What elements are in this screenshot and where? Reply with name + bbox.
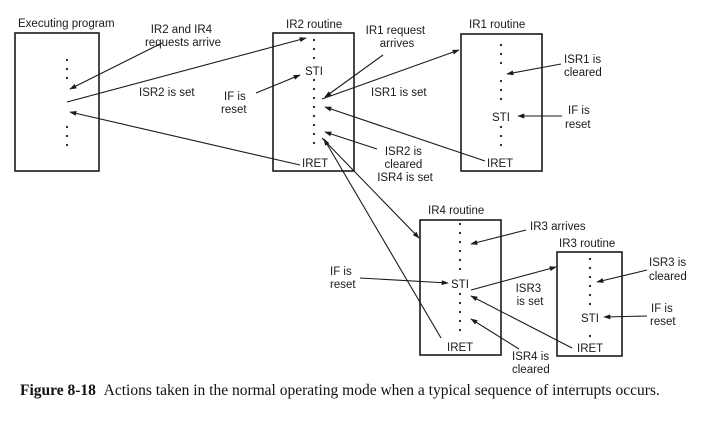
label-isr1-cleared: ISR1 is cleared	[564, 54, 604, 79]
exec-code-dots-bottom	[65, 125, 69, 147]
arrow-ir1-request-arrives	[324, 54, 384, 98]
figure-caption-label: Figure 8-18	[20, 382, 96, 399]
executing-program-box	[14, 32, 100, 172]
executing-program-block: Executing program	[14, 18, 115, 172]
arrow-isr1-cleared	[506, 63, 562, 76]
interrupt-sequence-diagram: Executing program IR2 routine STI IRET I…	[14, 18, 689, 375]
arrow-ir4-to-ir3-routine	[470, 266, 557, 291]
arrow-ir1-iret-return-to-ir2	[324, 106, 486, 162]
arrow-ir2-ir4-requests-arrive	[69, 42, 163, 90]
arrow-isr3-cleared	[596, 269, 648, 283]
ir1-code-dots	[499, 43, 503, 147]
ir1-routine-title: IR1 routine	[469, 19, 525, 31]
ir3-sti-instruction: STI	[581, 313, 599, 325]
label-isr2-cleared-isr4-set: ISR2 is cleared ISR4 is set	[377, 146, 433, 184]
ir3-routine-title: IR3 routine	[559, 238, 615, 250]
figure-caption-text: Actions taken in the normal operating mo…	[103, 382, 660, 399]
ir4-routine-block: IR4 routine STI IRET	[419, 205, 502, 356]
arrow-ir4-iret-return-to-ir2	[323, 138, 442, 339]
ir4-iret-instruction: IRET	[447, 342, 473, 354]
label-if-reset-ir2: IF is reset	[221, 91, 249, 116]
ir4-code-dots	[458, 222, 462, 332]
label-ir2-ir4-requests-arrive: IR2 and IR4 requests arrive	[145, 24, 221, 49]
ir2-routine-title: IR2 routine	[286, 19, 342, 31]
label-if-reset-ir1: IF is reset	[565, 105, 593, 131]
arrow-if-reset-to-ir4-sti	[359, 277, 449, 286]
arrow-ir2-iret-return-to-exec	[69, 111, 301, 166]
arrow-ir3-arrives	[470, 229, 527, 245]
label-if-reset-ir3: IF is reset	[650, 303, 676, 328]
figure-caption: Figure 8-18 Actions taken in the normal …	[20, 381, 710, 400]
ir3-iret-instruction: IRET	[577, 343, 603, 355]
label-isr2-set: ISR2 is set	[139, 87, 195, 99]
label-isr4-cleared: ISR4 is cleared	[512, 351, 552, 375]
arrow-ir2-to-ir4-routine	[321, 137, 420, 239]
ir2-code-dots	[312, 38, 316, 145]
ir4-sti-instruction: STI	[451, 279, 469, 291]
ir2-routine-box	[272, 32, 355, 172]
label-ir1-request-arrives: IR1 request arrives	[366, 25, 429, 50]
ir1-iret-instruction: IRET	[487, 158, 513, 170]
arrow-if-reset-to-ir2-sti	[255, 74, 301, 94]
arrow-exec-to-ir2-routine	[66, 37, 307, 103]
ir4-routine-title: IR4 routine	[428, 205, 484, 217]
label-if-reset-ir4: IF is reset	[330, 266, 356, 291]
arrow-isr2-cleared-isr4-set	[324, 131, 378, 150]
ir2-sti-instruction: STI	[305, 66, 323, 78]
ir2-routine-block: IR2 routine STI IRET	[272, 19, 355, 172]
ir3-routine-block: IR3 routine STI IRET	[556, 238, 623, 357]
label-ir3-arrives: IR3 arrives	[530, 221, 586, 233]
executing-program-title: Executing program	[18, 18, 115, 30]
arrow-ir3-iret-return-to-ir4	[470, 295, 573, 349]
ir3-code-dots	[588, 257, 592, 338]
label-isr1-set: ISR1 is set	[371, 87, 427, 99]
ir1-routine-block: IR1 routine STI IRET	[460, 19, 543, 172]
arrow-isr4-cleared	[470, 318, 520, 350]
label-isr3-set: ISR3 is set	[516, 283, 545, 308]
ir1-sti-instruction: STI	[492, 112, 510, 124]
arrow-if-reset-to-ir3-sti	[603, 314, 648, 320]
arrow-ir2-to-ir1-routine	[321, 49, 460, 100]
ir2-iret-instruction: IRET	[302, 158, 328, 170]
label-isr3-cleared: ISR3 is cleared	[649, 257, 689, 283]
exec-code-dots-top	[65, 58, 69, 80]
ir1-routine-box	[460, 33, 543, 172]
